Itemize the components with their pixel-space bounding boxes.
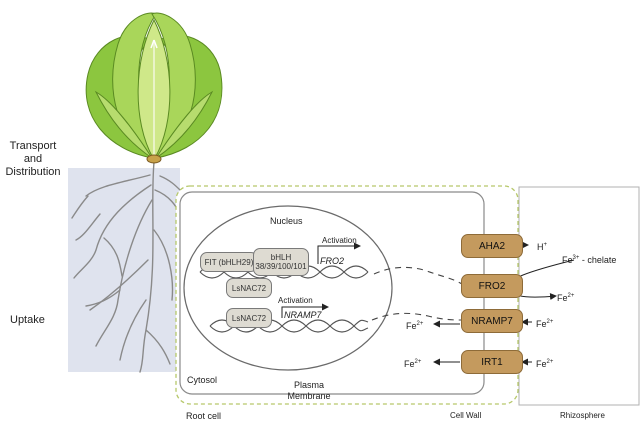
transport-label: Transport and Distribution [2,140,64,179]
fe2-fro-base: Fe [557,293,568,303]
h-ion: H+ [537,239,547,254]
aha2-transporter: AHA2 [461,234,523,258]
nramp7-gene-label: NRAMP7 [284,310,322,320]
activation-arrow-nramp7 [281,303,329,318]
fe3-suffix: - chelate [579,255,617,265]
h-ion-charge: + [543,242,548,248]
fe2-nramp-in-base: Fe [406,321,417,331]
plasma-label-line2: Membrane [287,391,331,401]
rhizosphere-label: Rhizosphere [560,411,605,420]
nramp7-transporter: NRAMP7 [461,309,523,333]
fit-factor: FIT (bHLH29) [200,252,258,272]
irt1-transporter: IRT1 [461,350,523,374]
expression-link-nramp7 [371,312,463,321]
transport-label-line3: Distribution [5,166,61,178]
plasma-label-line1: Plasma [293,380,324,390]
activation-arrow-fro2 [317,242,361,264]
fe3-charge: 3+ [572,255,580,261]
lettuce-plant [85,12,223,164]
fe2-nramp-in-charge: 2+ [416,321,424,327]
bhlh-factor-line2: 38/39/100/101 [255,262,307,271]
fe2-irt-out-base: Fe [536,359,547,369]
root-cell-label: Root cell [186,411,222,421]
plant-roots [71,161,181,373]
fe2-irt1-inside: Fe2+ [404,356,421,371]
fe2-irt1-outside: Fe2+ [536,356,553,371]
fe2-fro-charge: 2+ [567,293,575,299]
plasma-membrane-label: Plasma Membrane [282,380,336,402]
cytosol-label: Cytosol [187,375,218,385]
cell-wall-label: Cell Wall [450,411,482,420]
fe2-irt-in-charge: 2+ [414,359,422,365]
transport-label-line1: Transport [9,140,57,152]
fe2-nramp7-outside: Fe2+ [536,316,553,331]
fe2-fro-product: Fe2+ [557,290,574,305]
fe2-irt-out-charge: 2+ [546,359,554,365]
lsnac72-factor-top: LsNAC72 [226,278,272,298]
activation-label-top: Activation [322,236,357,245]
fe2-nramp-out-charge: 2+ [546,319,554,325]
fe3-chelate-label: Fe3+ - chelate [562,252,616,267]
activation-label-bottom: Activation [278,296,313,305]
fro2-transporter: FRO2 [461,274,523,298]
fe2-nramp-out-base: Fe [536,319,547,329]
rhizosphere-box [518,186,640,406]
fe2-irt-in-base: Fe [404,359,415,369]
bhlh-factor-line1: bHLH [270,253,292,262]
uptake-label: Uptake [10,314,45,326]
transport-label-line2: and [23,153,43,165]
lsnac72-factor-bottom: LsNAC72 [226,308,272,328]
fe2-nramp7-inside: Fe2+ [406,318,423,333]
nucleus [183,205,393,371]
bhlh-factor: bHLH 38/39/100/101 [253,248,309,276]
fe3-base: Fe [562,255,573,265]
nucleus-label: Nucleus [270,216,303,226]
h-ion-base: H [537,242,544,252]
expression-link-fro2 [373,266,463,285]
fro2-gene-label: FRO2 [320,256,345,266]
